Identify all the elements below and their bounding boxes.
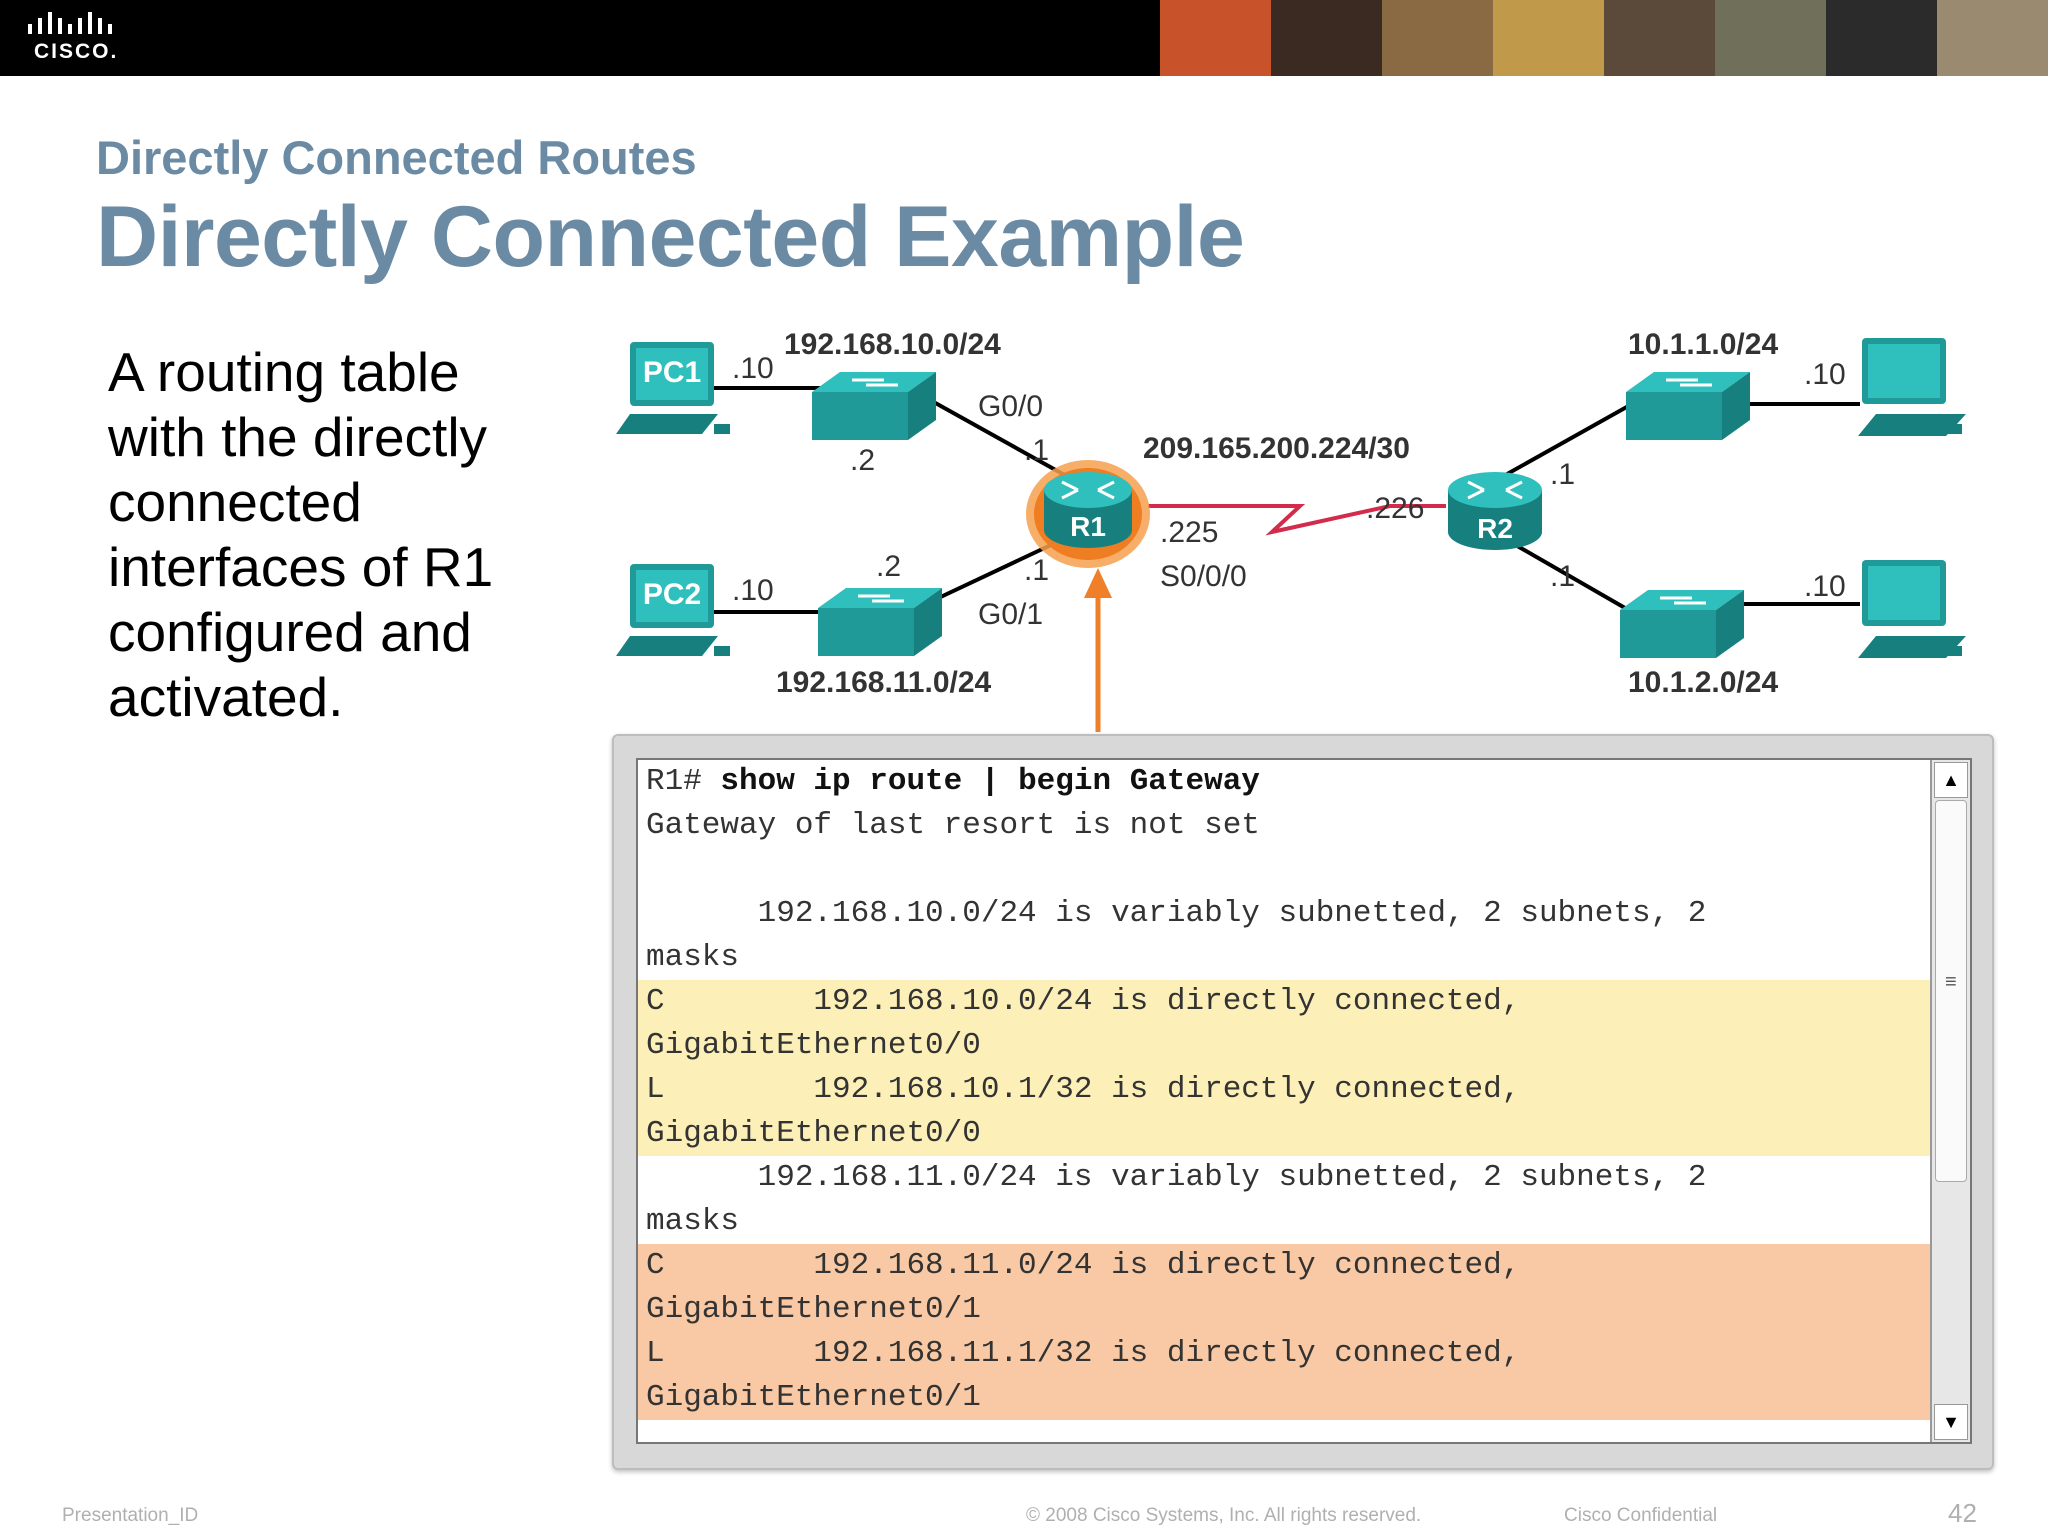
pc3-host: .10: [1804, 358, 1846, 391]
pc4-host: .10: [1804, 570, 1846, 603]
page-number: 42: [1948, 1498, 1977, 1528]
scroll-up-icon[interactable]: ▲: [1934, 762, 1968, 798]
pc1-label: PC1: [643, 356, 701, 389]
switch1-icon: [812, 372, 936, 440]
r1-g01-host: .1: [1024, 554, 1049, 587]
r1-g00-host: .1: [1024, 434, 1049, 467]
r2-serial-host: .226: [1366, 492, 1424, 525]
console-line-1: R1# show ip route | begin Gateway: [646, 764, 1260, 799]
scroll-down-icon[interactable]: ▼: [1934, 1404, 1968, 1440]
console-line-7: GigabitEthernet0/0: [638, 1024, 1930, 1068]
r1-label: R1: [1070, 511, 1106, 542]
header-photo-4: [1493, 0, 1604, 76]
r2-top-host: .1: [1550, 458, 1575, 491]
logo-text: CISCO.: [34, 40, 119, 63]
console-line-11: masks: [646, 1204, 740, 1239]
header-photo-3: [1382, 0, 1493, 76]
link-r2-sw3: [1499, 402, 1633, 480]
console-line-12: C 192.168.11.0/24 is directly connected,: [638, 1244, 1930, 1288]
r2-bottom-host: .1: [1550, 560, 1575, 593]
console-line-13: GigabitEthernet0/1: [638, 1288, 1930, 1332]
network-diagram: PC1 PC2: [616, 328, 1966, 732]
pc1-icon: PC1: [616, 342, 730, 434]
console-line-4: 192.168.10.0/24 is variably subnetted, 2…: [646, 896, 1707, 931]
console-window: R1# show ip route | begin Gateway Gatewa…: [612, 734, 1994, 1470]
sw1-host: .2: [850, 444, 875, 477]
net-10-1-1: 10.1.1.0/24: [1628, 328, 1778, 361]
pc2-icon: PC2: [616, 564, 730, 656]
switch2-icon: [818, 588, 942, 656]
r2-label: R2: [1477, 513, 1513, 544]
console-line-15: GigabitEthernet0/1: [638, 1376, 1930, 1420]
console-line-14: L 192.168.11.1/32 is directly connected,: [638, 1332, 1930, 1376]
net-wan: 209.165.200.224/30: [1143, 432, 1410, 465]
r1-s000-host: .225: [1160, 516, 1218, 549]
console-scrollbar[interactable]: ▲ ≡ ▼: [1930, 760, 1970, 1442]
arrow-up-icon: [1084, 568, 1112, 598]
console-output[interactable]: R1# show ip route | begin Gateway Gatewa…: [636, 758, 1972, 1444]
cisco-bars-icon: [28, 12, 112, 34]
console-line-3: [638, 848, 1930, 892]
header-photo-6: [1715, 0, 1826, 76]
r1-g01-label: G0/1: [978, 598, 1043, 631]
header-photo-1: [1160, 0, 1271, 76]
footer-presentation-id: Presentation_ID: [62, 1505, 199, 1526]
router-r1-icon: R1: [1026, 460, 1150, 568]
sw2-host: .2: [876, 550, 901, 583]
link-sw1-r1: [929, 398, 1071, 480]
grip-icon: ≡: [1945, 971, 1957, 993]
switch3-icon: [1626, 372, 1750, 440]
console-line-6: C 192.168.10.0/24 is directly connected,: [638, 980, 1930, 1024]
header-bar: CISCO.: [0, 0, 2048, 76]
header-photo-2: [1271, 0, 1382, 76]
pc4-icon: [1858, 560, 1966, 658]
slide-title: Directly Connected Example: [96, 189, 1245, 285]
pc2-host: .10: [732, 574, 774, 607]
pc3-icon: [1858, 338, 1966, 436]
console-line-8: L 192.168.10.1/32 is directly connected,: [638, 1068, 1930, 1112]
console-line-9: GigabitEthernet0/0: [638, 1112, 1930, 1156]
footer-confidential: Cisco Confidential: [1564, 1505, 1718, 1526]
console-line-5: masks: [646, 940, 740, 975]
footer-copyright: © 2008 Cisco Systems, Inc. All rights re…: [1026, 1505, 1422, 1526]
r1-s000-label: S0/0/0: [1160, 560, 1247, 593]
r1-g00-label: G0/0: [978, 390, 1043, 423]
header-photo-7: [1826, 0, 1937, 76]
serial-link-r1-r2: [1148, 504, 1446, 536]
net-192-168-11: 192.168.11.0/24: [776, 666, 992, 699]
net-192-168-10: 192.168.10.0/24: [784, 328, 1001, 361]
link-r2-sw4: [1499, 534, 1633, 614]
header-photo-strip: [1160, 0, 2048, 76]
pc1-host: .10: [732, 352, 774, 385]
console-line-2: Gateway of last resort is not set: [646, 808, 1260, 843]
section-subtitle: Directly Connected Routes: [96, 131, 697, 184]
slide-body-text: A routing table with the directly connec…: [108, 341, 494, 728]
switch4-icon: [1620, 590, 1744, 658]
pc2-label: PC2: [643, 578, 701, 611]
scroll-thumb[interactable]: ≡: [1935, 800, 1967, 1182]
header-photo-5: [1604, 0, 1715, 76]
console-line-10: 192.168.11.0/24 is variably subnetted, 2…: [646, 1160, 1707, 1195]
net-10-1-2: 10.1.2.0/24: [1628, 666, 1778, 699]
header-photo-8: [1937, 0, 2048, 76]
router-r2-icon: R2: [1448, 472, 1542, 550]
console-lines: R1# show ip route | begin Gateway Gatewa…: [638, 760, 1930, 1420]
cisco-logo: CISCO.: [26, 8, 146, 68]
